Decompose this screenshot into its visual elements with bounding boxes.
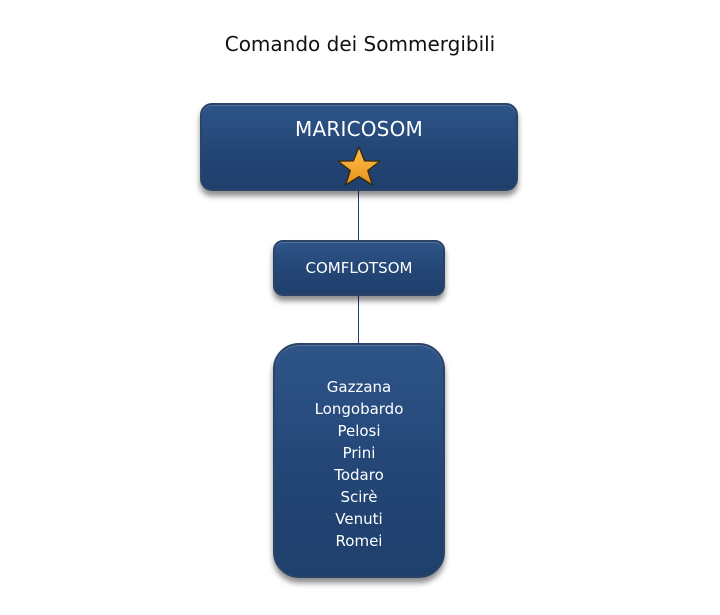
- node-units: Gazzana Longobardo Pelosi Prini Todaro S…: [273, 343, 445, 578]
- unit-item: Scirè: [340, 488, 378, 506]
- node-comflotsom: COMFLOTSOM: [273, 240, 445, 296]
- unit-item: Gazzana: [326, 378, 392, 396]
- unit-item: Venuti: [335, 510, 383, 528]
- node-maricosom-label: MARICOSOM: [295, 117, 423, 141]
- unit-item: Todaro: [334, 466, 384, 484]
- connector-top-middle: [358, 191, 359, 240]
- unit-item: Longobardo: [314, 400, 404, 418]
- node-comflotsom-label: COMFLOTSOM: [305, 259, 413, 277]
- unit-item: Prini: [342, 444, 376, 462]
- node-maricosom: MARICOSOM: [200, 103, 518, 191]
- connector-middle-bottom: [358, 296, 359, 343]
- unit-item: Pelosi: [337, 422, 381, 440]
- star-icon: [337, 146, 381, 186]
- unit-item: Romei: [335, 532, 383, 550]
- chart-title: Comando dei Sommergibili: [224, 32, 496, 56]
